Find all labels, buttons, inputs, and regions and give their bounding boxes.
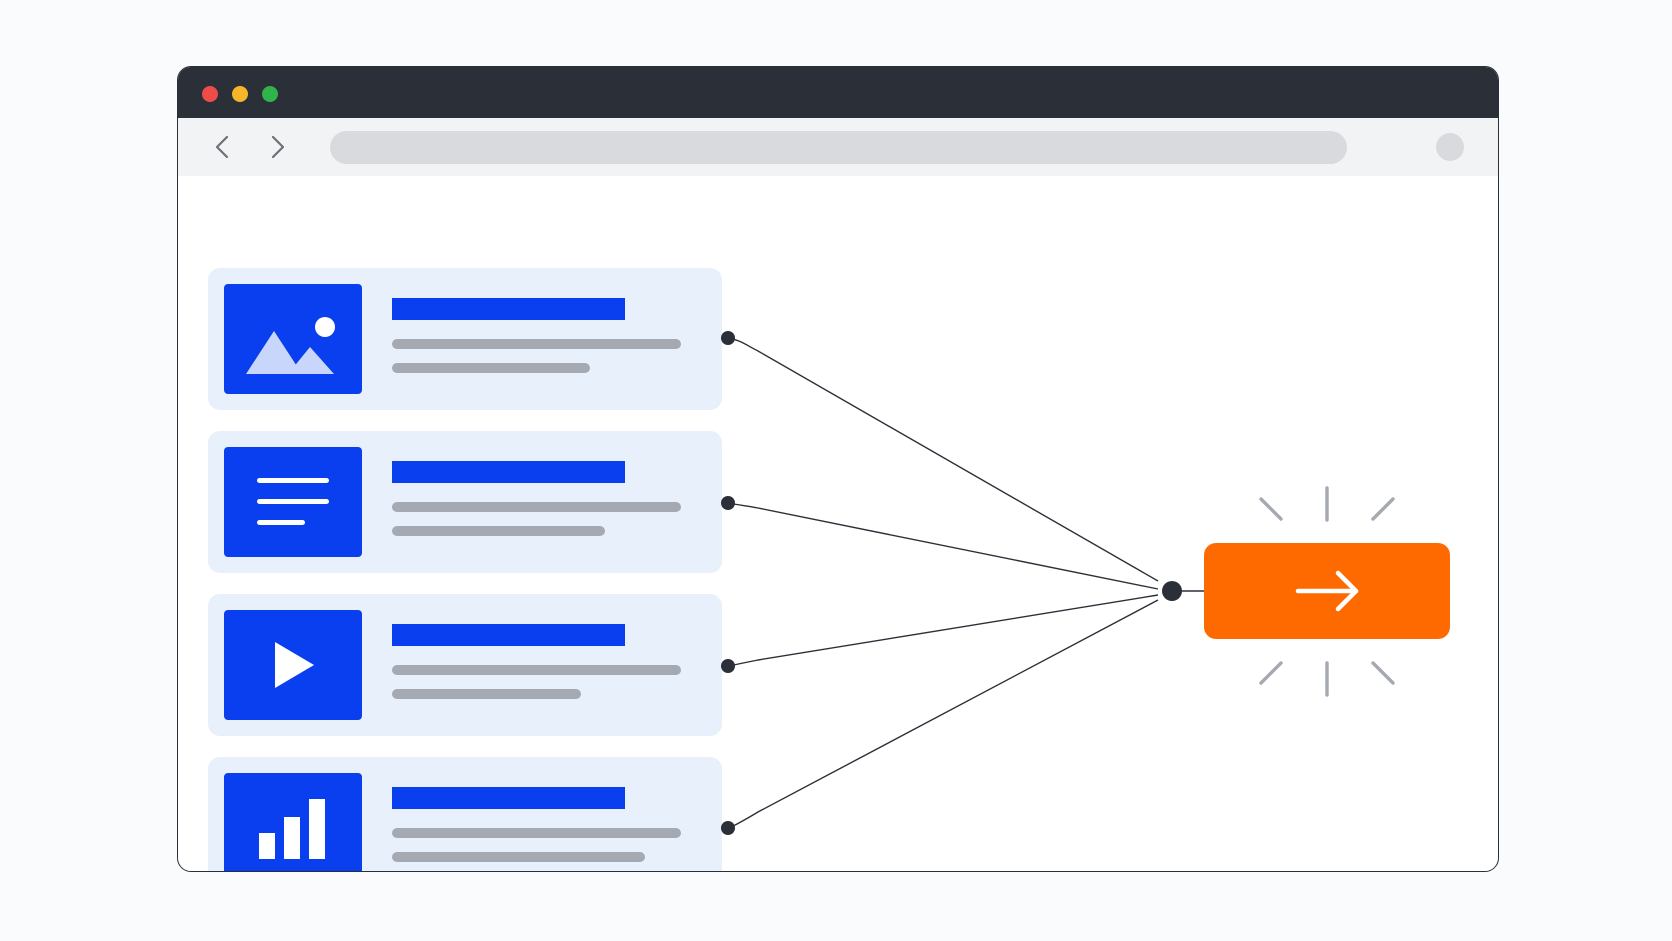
- connector-node: [721, 659, 735, 673]
- card-line-placeholder: [392, 828, 681, 838]
- cta-button[interactable]: [1204, 543, 1450, 639]
- card-title-placeholder: [392, 624, 625, 646]
- card-line-placeholder: [392, 502, 681, 512]
- card-line-placeholder: [392, 689, 581, 699]
- card-line-placeholder: [392, 852, 645, 862]
- connector-node: [721, 331, 735, 345]
- connector-node: [721, 496, 735, 510]
- chevron-right-icon: [271, 135, 285, 159]
- content-card-chart[interactable]: [208, 757, 722, 871]
- document-icon: [257, 478, 329, 525]
- content-card-image[interactable]: [208, 268, 722, 410]
- address-bar[interactable]: [330, 131, 1347, 164]
- card-line-placeholder: [392, 665, 681, 675]
- thumbnail: [224, 447, 362, 557]
- chevron-left-icon: [215, 135, 229, 159]
- arrow-right-icon: [1295, 570, 1359, 612]
- hub-node: [1162, 581, 1182, 601]
- back-button[interactable]: [208, 132, 238, 162]
- forward-button[interactable]: [262, 132, 292, 162]
- play-icon: [275, 642, 314, 688]
- burst-rays-icon: [1259, 486, 1395, 697]
- thumbnail: [224, 284, 362, 394]
- thumbnail: [224, 773, 362, 871]
- card-title-placeholder: [392, 298, 625, 320]
- image-icon: [246, 317, 335, 374]
- bar-chart-icon: [259, 799, 325, 859]
- browser-window: [177, 66, 1499, 872]
- content-card-document[interactable]: [208, 431, 722, 573]
- content-card-video[interactable]: [208, 594, 722, 736]
- browser-navbar: [178, 118, 1498, 176]
- profile-circle-icon[interactable]: [1436, 133, 1464, 161]
- card-line-placeholder: [392, 363, 590, 373]
- card-line-placeholder: [392, 526, 605, 536]
- page-content: [178, 176, 1498, 871]
- maximize-dot[interactable]: [262, 86, 278, 102]
- close-dot[interactable]: [202, 86, 218, 102]
- card-title-placeholder: [392, 461, 625, 483]
- thumbnail: [224, 610, 362, 720]
- window-titlebar: [178, 67, 1498, 118]
- minimize-dot[interactable]: [232, 86, 248, 102]
- connector-node: [721, 821, 735, 835]
- card-title-placeholder: [392, 787, 625, 809]
- connector-lines: [721, 331, 1204, 835]
- card-line-placeholder: [392, 339, 681, 349]
